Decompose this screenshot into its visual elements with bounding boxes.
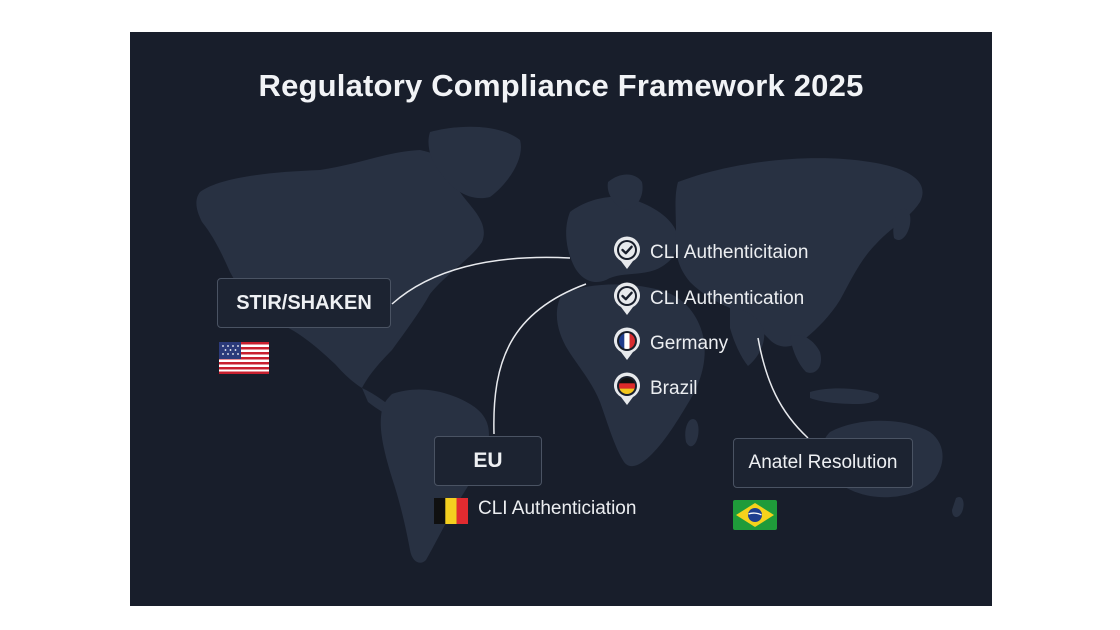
stir-shaken-label: STIR/SHAKEN bbox=[236, 291, 372, 314]
pin-row-1[interactable]: CLI Authenticitaion bbox=[612, 236, 808, 270]
germany-flag-pin-icon bbox=[614, 372, 640, 405]
page-title: Regulatory Compliance Framework 2025 bbox=[258, 68, 864, 103]
us-flag-icon bbox=[219, 342, 269, 374]
pin-row-2[interactable]: CLI Authentication bbox=[612, 282, 804, 316]
brazil-flag-icon bbox=[733, 500, 777, 530]
check-pin-icon bbox=[614, 236, 640, 269]
anatel-box[interactable]: Anatel Resolution bbox=[733, 438, 913, 488]
anatel-label: Anatel Resolution bbox=[748, 452, 898, 473]
pin-row-3[interactable]: Germany bbox=[612, 327, 728, 361]
connector-lines bbox=[391, 256, 809, 439]
check-pin-icon bbox=[614, 282, 640, 315]
eu-caption: CLI Authenticiation bbox=[478, 498, 637, 519]
pin-label-2: CLI Authentication bbox=[650, 288, 805, 309]
france-flag-pin-icon bbox=[614, 327, 640, 360]
eu-label: EU bbox=[473, 449, 503, 472]
pin-label-3: Germany bbox=[650, 333, 729, 354]
pin-label-4: Brazil bbox=[650, 378, 698, 399]
eu-box[interactable]: EU bbox=[434, 436, 542, 486]
br-connector bbox=[757, 337, 809, 439]
stir-shaken-box[interactable]: STIR/SHAKEN bbox=[217, 278, 391, 328]
us-connector bbox=[391, 256, 571, 305]
eu-connector bbox=[493, 283, 587, 435]
pin-label-1: CLI Authenticitaion bbox=[650, 242, 809, 263]
pin-row-4[interactable]: Brazil bbox=[612, 372, 698, 406]
diagram-panel: Regulatory Compliance Framework 2025 STI… bbox=[130, 32, 992, 606]
belgium-flag-icon bbox=[434, 498, 468, 524]
